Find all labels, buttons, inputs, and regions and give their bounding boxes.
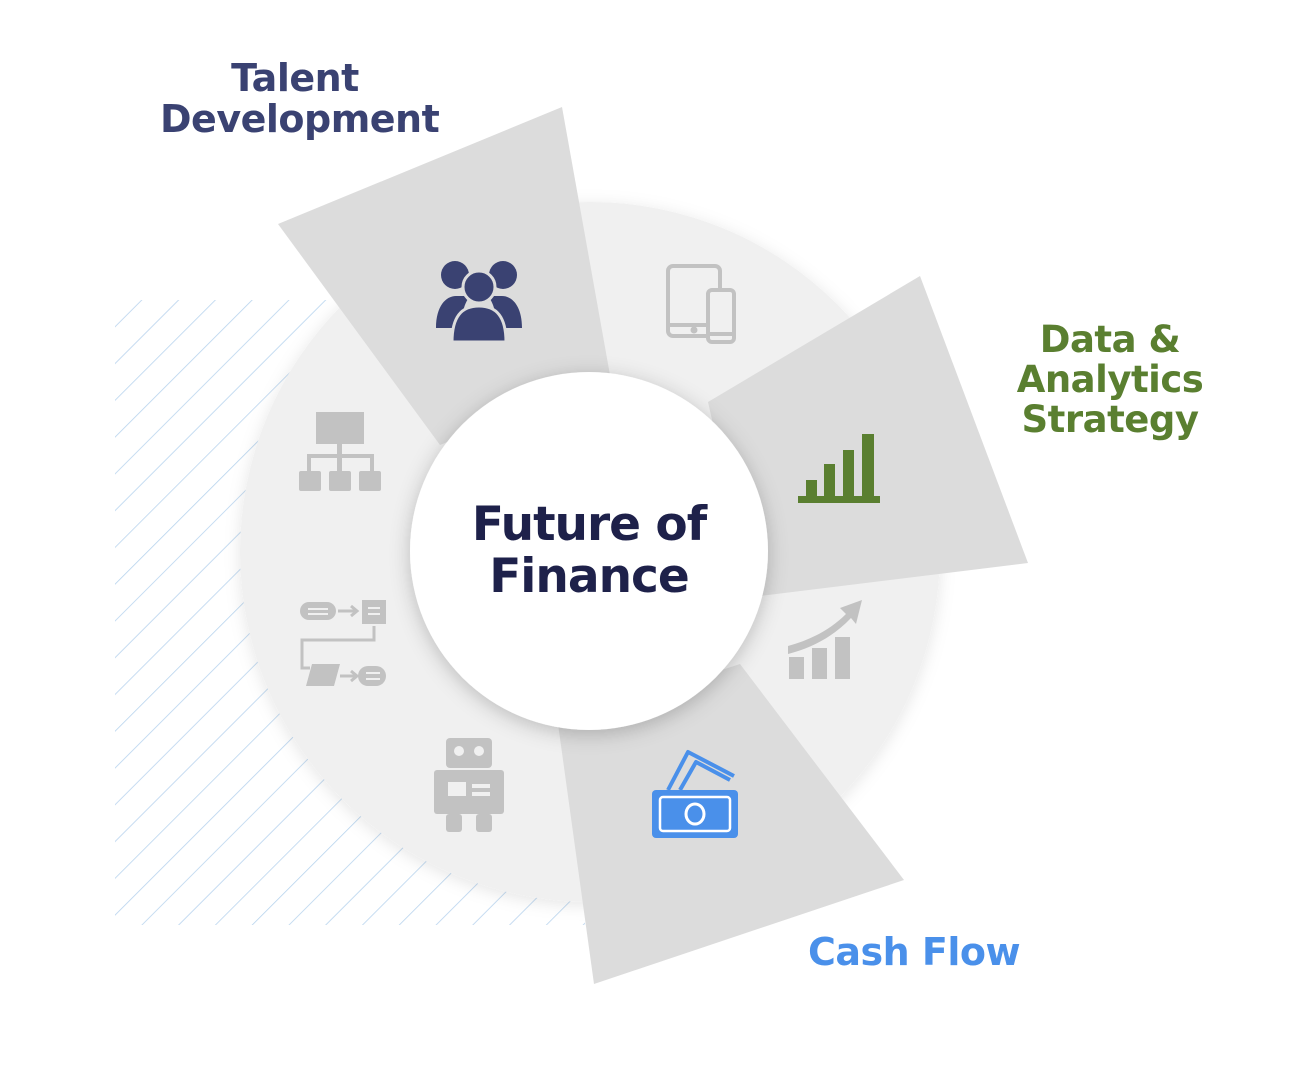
center-title-line2: Finance [489, 549, 690, 604]
label-cash-line1: Cash Flow [808, 930, 1021, 974]
center-circle [410, 372, 768, 730]
label-talent-line1: Talent [231, 56, 359, 100]
label-talent-development: Talent Development [160, 56, 440, 142]
bar-chart-icon [798, 434, 880, 503]
label-cash-flow: Cash Flow [808, 930, 1021, 974]
growth-chart-icon [788, 600, 862, 679]
org-chart-icon [299, 412, 381, 491]
label-data-line3: Strategy [1021, 397, 1199, 441]
label-data-analytics-strategy: Data & Analytics Strategy [1012, 320, 1208, 440]
label-talent-line2: Development [160, 97, 440, 142]
robot-icon [434, 738, 504, 832]
tablet-phone-icon [666, 264, 736, 344]
money-bills-icon [652, 750, 738, 838]
people-group-icon [436, 261, 522, 344]
center-title-line1: Future of [471, 497, 707, 553]
process-flow-icon [300, 600, 386, 686]
center-title: Future of Finance [410, 372, 768, 730]
label-data-line2: Analytics [1016, 357, 1204, 401]
label-data-line1: Data & [1039, 318, 1181, 361]
